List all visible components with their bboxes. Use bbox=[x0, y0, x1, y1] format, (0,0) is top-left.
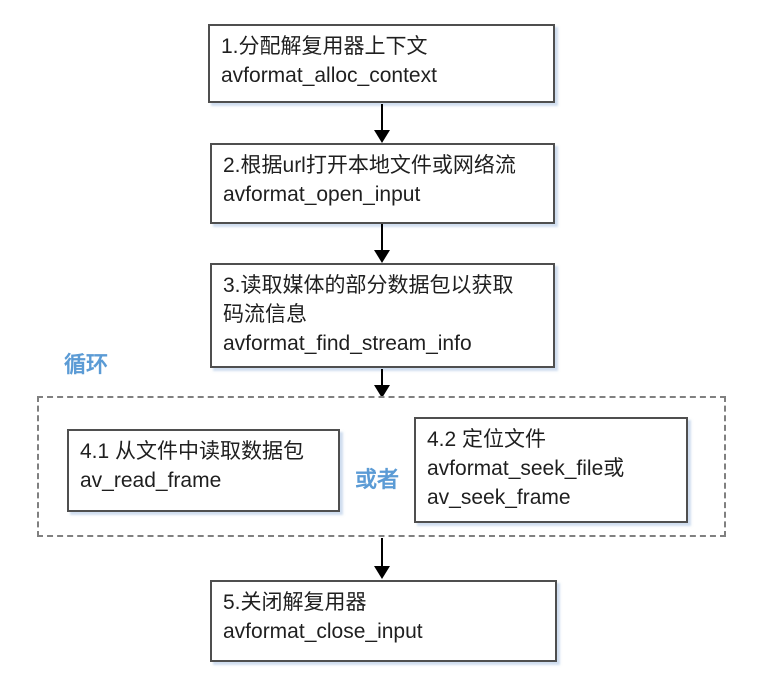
flow-step-2: 2.根据url打开本地文件或网络流 avformat_open_input bbox=[210, 143, 555, 224]
step-4-1-function-name: av_read_frame bbox=[80, 468, 222, 492]
flow-step-5: 5.关闭解复用器 avformat_close_input bbox=[210, 580, 557, 662]
flow-arrow-3-arrowhead-icon bbox=[374, 385, 390, 398]
step-4-2-function-name: avformat_seek_file或 av_seek_frame bbox=[427, 456, 625, 509]
flow-arrow-2-line bbox=[381, 224, 383, 251]
step-4-1-title: 4.1 从文件中读取数据包 bbox=[80, 440, 305, 463]
flow-arrow-2-arrowhead-icon bbox=[374, 250, 390, 263]
step-2-title: 2.根据url打开本地文件或网络流 bbox=[223, 154, 516, 177]
step-5-title: 5.关闭解复用器 bbox=[223, 591, 367, 614]
flow-step-1: 1.分配解复用器上下文 avformat_alloc_context bbox=[208, 24, 555, 103]
or-label: 或者 bbox=[355, 467, 400, 492]
loop-region-dashed-box bbox=[37, 396, 726, 537]
step-4-2-title: 4.2 定位文件 bbox=[427, 428, 547, 451]
flow-arrow-1-line bbox=[381, 104, 383, 131]
flow-arrow-4-line bbox=[381, 538, 383, 567]
flow-arrow-1-arrowhead-icon bbox=[374, 130, 390, 143]
step-5-function-name: avformat_close_input bbox=[223, 619, 423, 643]
flow-step-3: 3.读取媒体的部分数据包以获取 码流信息 avformat_find_strea… bbox=[210, 263, 555, 368]
step-3-title: 3.读取媒体的部分数据包以获取 码流信息 bbox=[223, 274, 514, 326]
step-2-function-name: avformat_open_input bbox=[223, 182, 421, 206]
flow-step-4-1: 4.1 从文件中读取数据包 av_read_frame bbox=[67, 429, 340, 512]
step-1-function-name: avformat_alloc_context bbox=[221, 63, 437, 87]
loop-label: 循环 bbox=[64, 352, 109, 377]
flow-arrow-4-arrowhead-icon bbox=[374, 566, 390, 579]
step-3-function-name: avformat_find_stream_info bbox=[223, 331, 472, 355]
step-1-title: 1.分配解复用器上下文 bbox=[221, 35, 428, 58]
flow-step-4-2: 4.2 定位文件 avformat_seek_file或 av_seek_fra… bbox=[414, 417, 688, 523]
flow-arrow-3-line bbox=[381, 369, 383, 387]
